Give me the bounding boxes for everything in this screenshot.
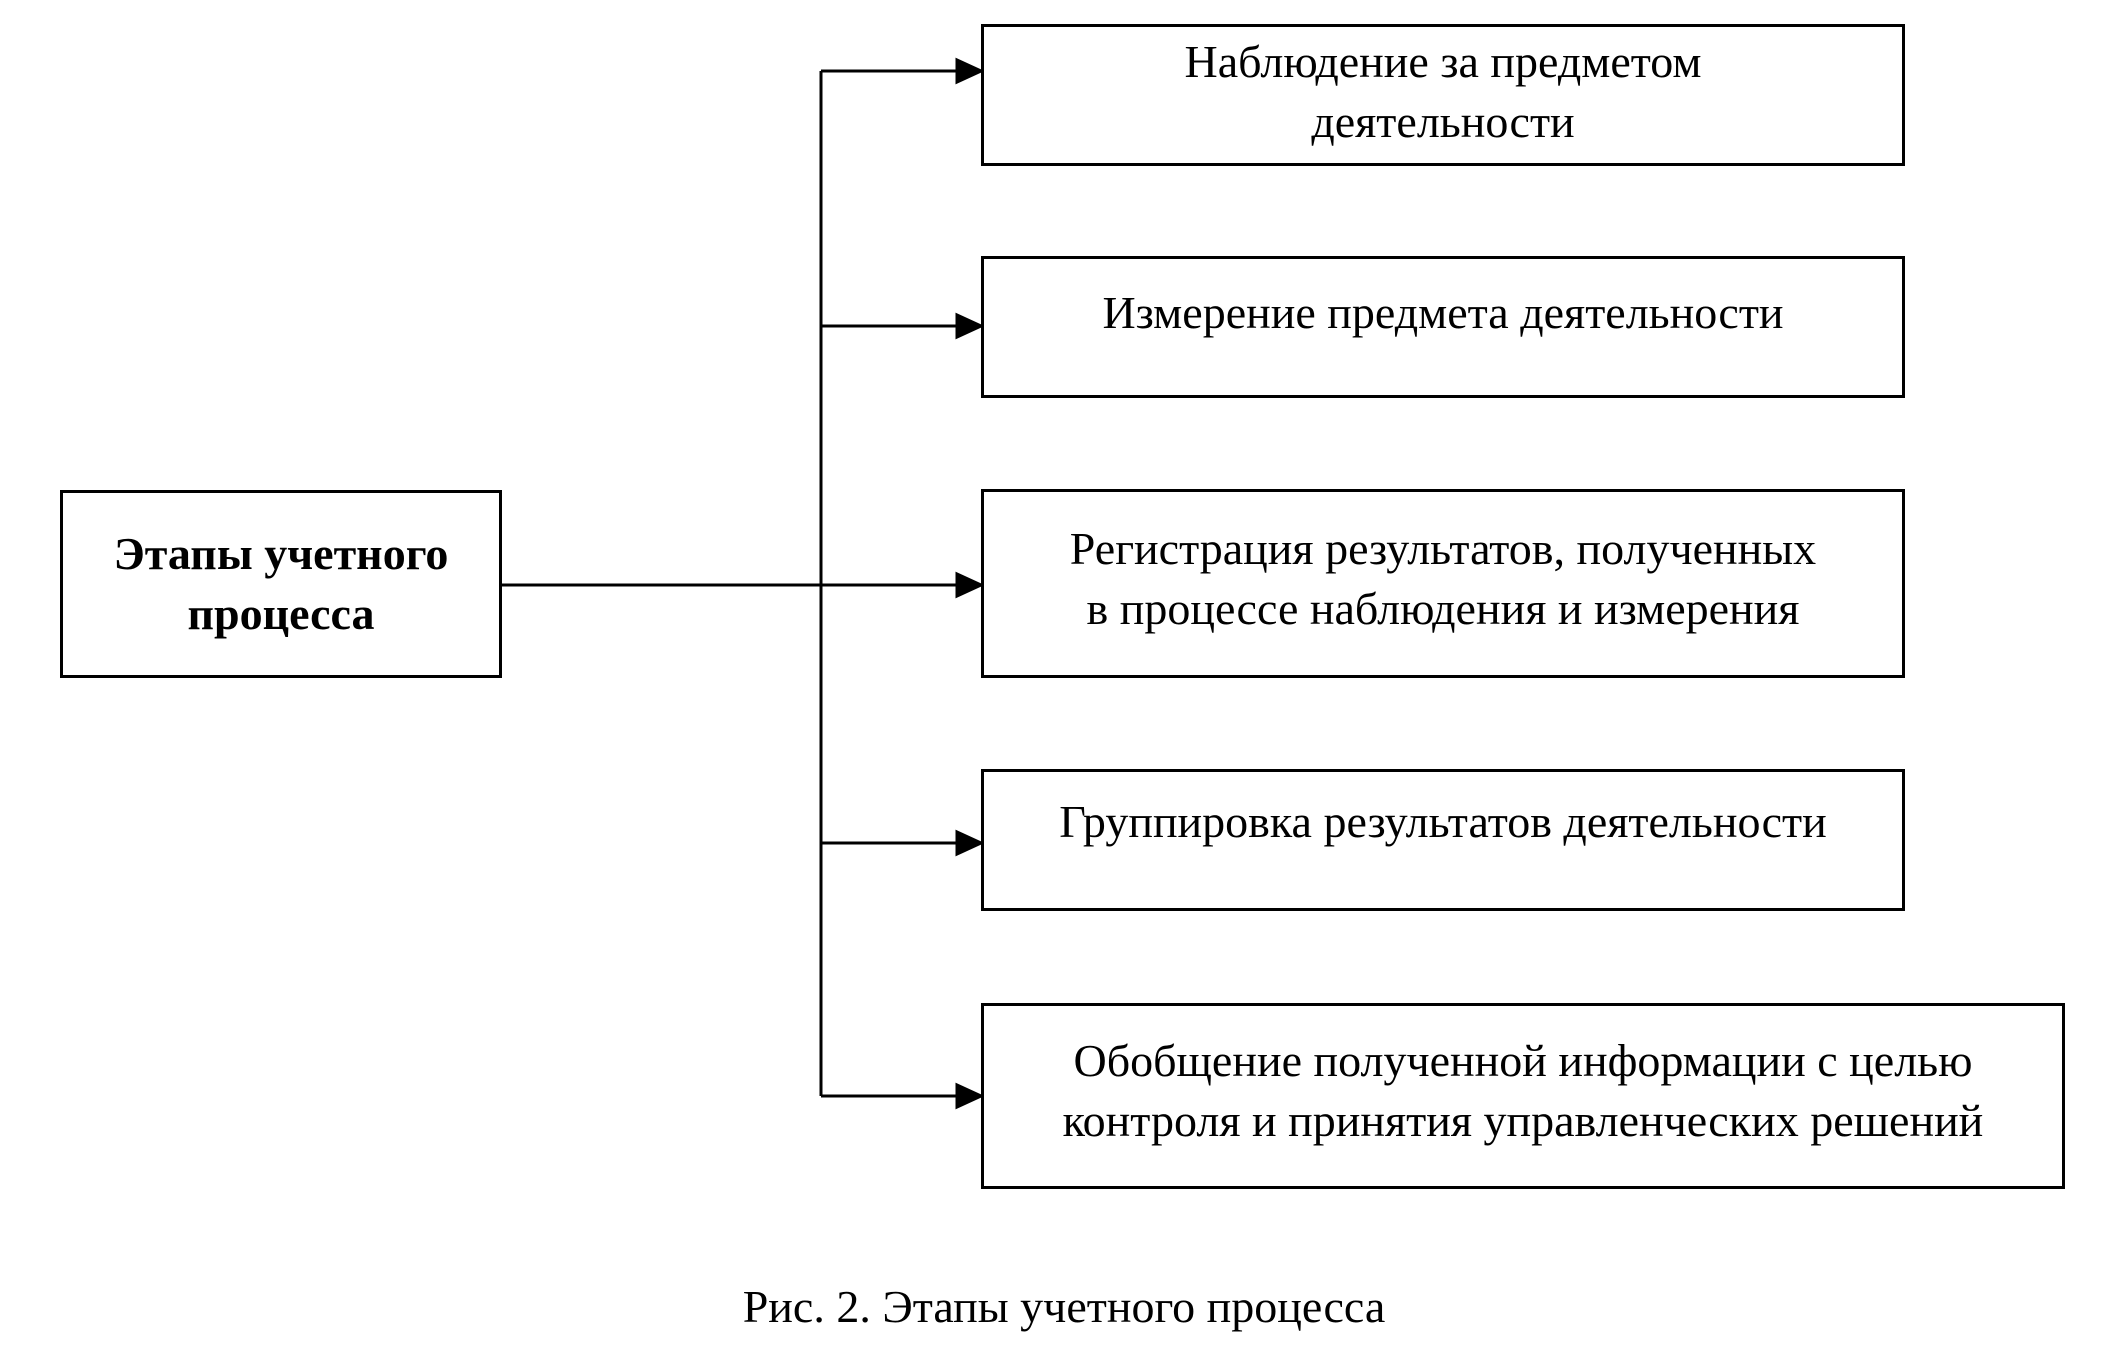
stage-5-label-line-2: контроля и принятия управленческих решен… <box>1062 1095 1984 1146</box>
stage-4-label-line-1: Группировка результатов деятельности <box>1059 796 1827 847</box>
arrowhead-5 <box>955 1082 985 1110</box>
stage-box-grouping: Группировка результатов деятельности <box>981 769 1905 911</box>
stage-5-label-line-1: Обобщение полученной информации с целью <box>1073 1035 1973 1087</box>
stage-box-generalization: Обобщение полученной информации с целью … <box>981 1003 2065 1189</box>
stage-1-label-line-1: Наблюдение за предметом <box>1184 36 1702 88</box>
arrowhead-1 <box>955 57 985 85</box>
root-box-label-line-2: процесса <box>187 588 375 639</box>
stage-2-label-line-1: Измерение предмета деятельности <box>1102 287 1784 338</box>
stage-box-observation: Наблюдение за предметом деятельности <box>981 24 1905 166</box>
arrowhead-4 <box>955 829 985 857</box>
root-box-label-line-1: Этапы учетного <box>113 528 449 580</box>
stage-1-label-line-2: деятельности <box>1311 96 1575 147</box>
stage-3-label-line-1: Регистрация результатов, полученных <box>1069 522 1817 574</box>
figure-caption: Рис. 2. Этапы учетного процесса <box>742 1281 1386 1332</box>
stage-box-registration: Регистрация результатов, полученных в пр… <box>981 489 1905 678</box>
arrowhead-3 <box>955 571 985 599</box>
stage-3-label-line-2: в процессе наблюдения и измерения <box>1086 582 1800 634</box>
arrowhead-2 <box>955 312 985 340</box>
stage-box-measurement: Измерение предмета деятельности <box>981 256 1905 398</box>
root-box-accounting-stages: Этапы учетного процесса <box>60 490 502 678</box>
